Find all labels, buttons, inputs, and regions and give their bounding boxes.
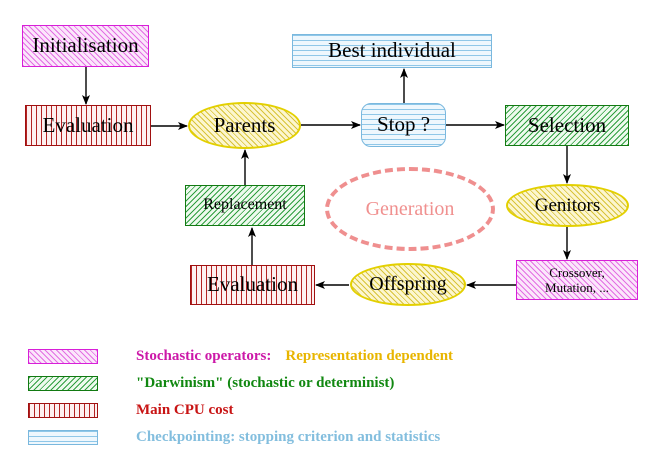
node-evaluation-top[interactable]: Evaluation	[25, 105, 151, 146]
legend-swatch-red-vertical-hatch	[28, 402, 98, 418]
node-stop-label: Stop ?	[376, 112, 431, 137]
node-parents-label: Parents	[213, 112, 276, 137]
node-generation-loop: Generation	[325, 167, 495, 251]
legend-swatch-green-diagonal-hatch	[28, 375, 98, 391]
node-offspring[interactable]: Offspring	[350, 263, 466, 306]
node-genitors-label: Genitors	[534, 194, 601, 216]
legend-row-stochastic-operators: Stochastic operators: Representation dep…	[28, 346, 453, 366]
legend-row-checkpointing: Checkpointing: stopping criterion and st…	[28, 427, 440, 447]
node-initialisation-label: Initialisation	[32, 33, 139, 58]
legend-swatch-magenta-diagonal-hatch	[28, 348, 98, 364]
node-best-individual[interactable]: Best individual	[292, 34, 492, 68]
node-replacement[interactable]: Replacement	[185, 185, 305, 226]
node-crossover-label-line2: Mutation, ...	[545, 280, 609, 295]
legend: Stochastic operators: Representation dep…	[0, 340, 662, 460]
legend-label-main-cpu-cost: Main CPU cost	[136, 401, 234, 418]
legend-swatch-blue-horizontal-hatch	[28, 429, 98, 445]
legend-row-main-cpu-cost: Main CPU cost	[28, 400, 234, 420]
node-crossover-label-line1: Crossover,	[549, 264, 605, 280]
node-generation-label: Generation	[365, 197, 455, 220]
node-evaluation-bottom-label: Evaluation	[207, 272, 298, 297]
node-selection[interactable]: Selection	[505, 105, 629, 146]
node-genitors[interactable]: Genitors	[506, 184, 629, 227]
node-evaluation-top-label: Evaluation	[42, 112, 134, 137]
node-stop-decision[interactable]: Stop ?	[361, 103, 446, 147]
legend-label-representation-dependent: Representation dependent	[285, 347, 454, 364]
legend-label-stochastic-operators: Stochastic operators:	[136, 347, 272, 364]
node-best-individual-label: Best individual	[328, 38, 456, 63]
node-offspring-label: Offspring	[369, 273, 447, 296]
node-selection-label: Selection	[527, 112, 607, 137]
node-replacement-label: Replacement	[203, 196, 287, 214]
legend-label-checkpointing: Checkpointing: stopping criterion and st…	[136, 428, 441, 445]
node-parents[interactable]: Parents	[188, 102, 301, 149]
node-evaluation-bottom[interactable]: Evaluation	[190, 265, 315, 305]
legend-label-darwinism: "Darwinism" (stochastic or determinist)	[136, 374, 395, 391]
node-initialisation[interactable]: Initialisation	[22, 25, 149, 67]
node-crossover-mutation[interactable]: Crossover, Mutation, ...	[516, 260, 638, 300]
legend-row-darwinism: "Darwinism" (stochastic or determinist)	[28, 373, 394, 393]
